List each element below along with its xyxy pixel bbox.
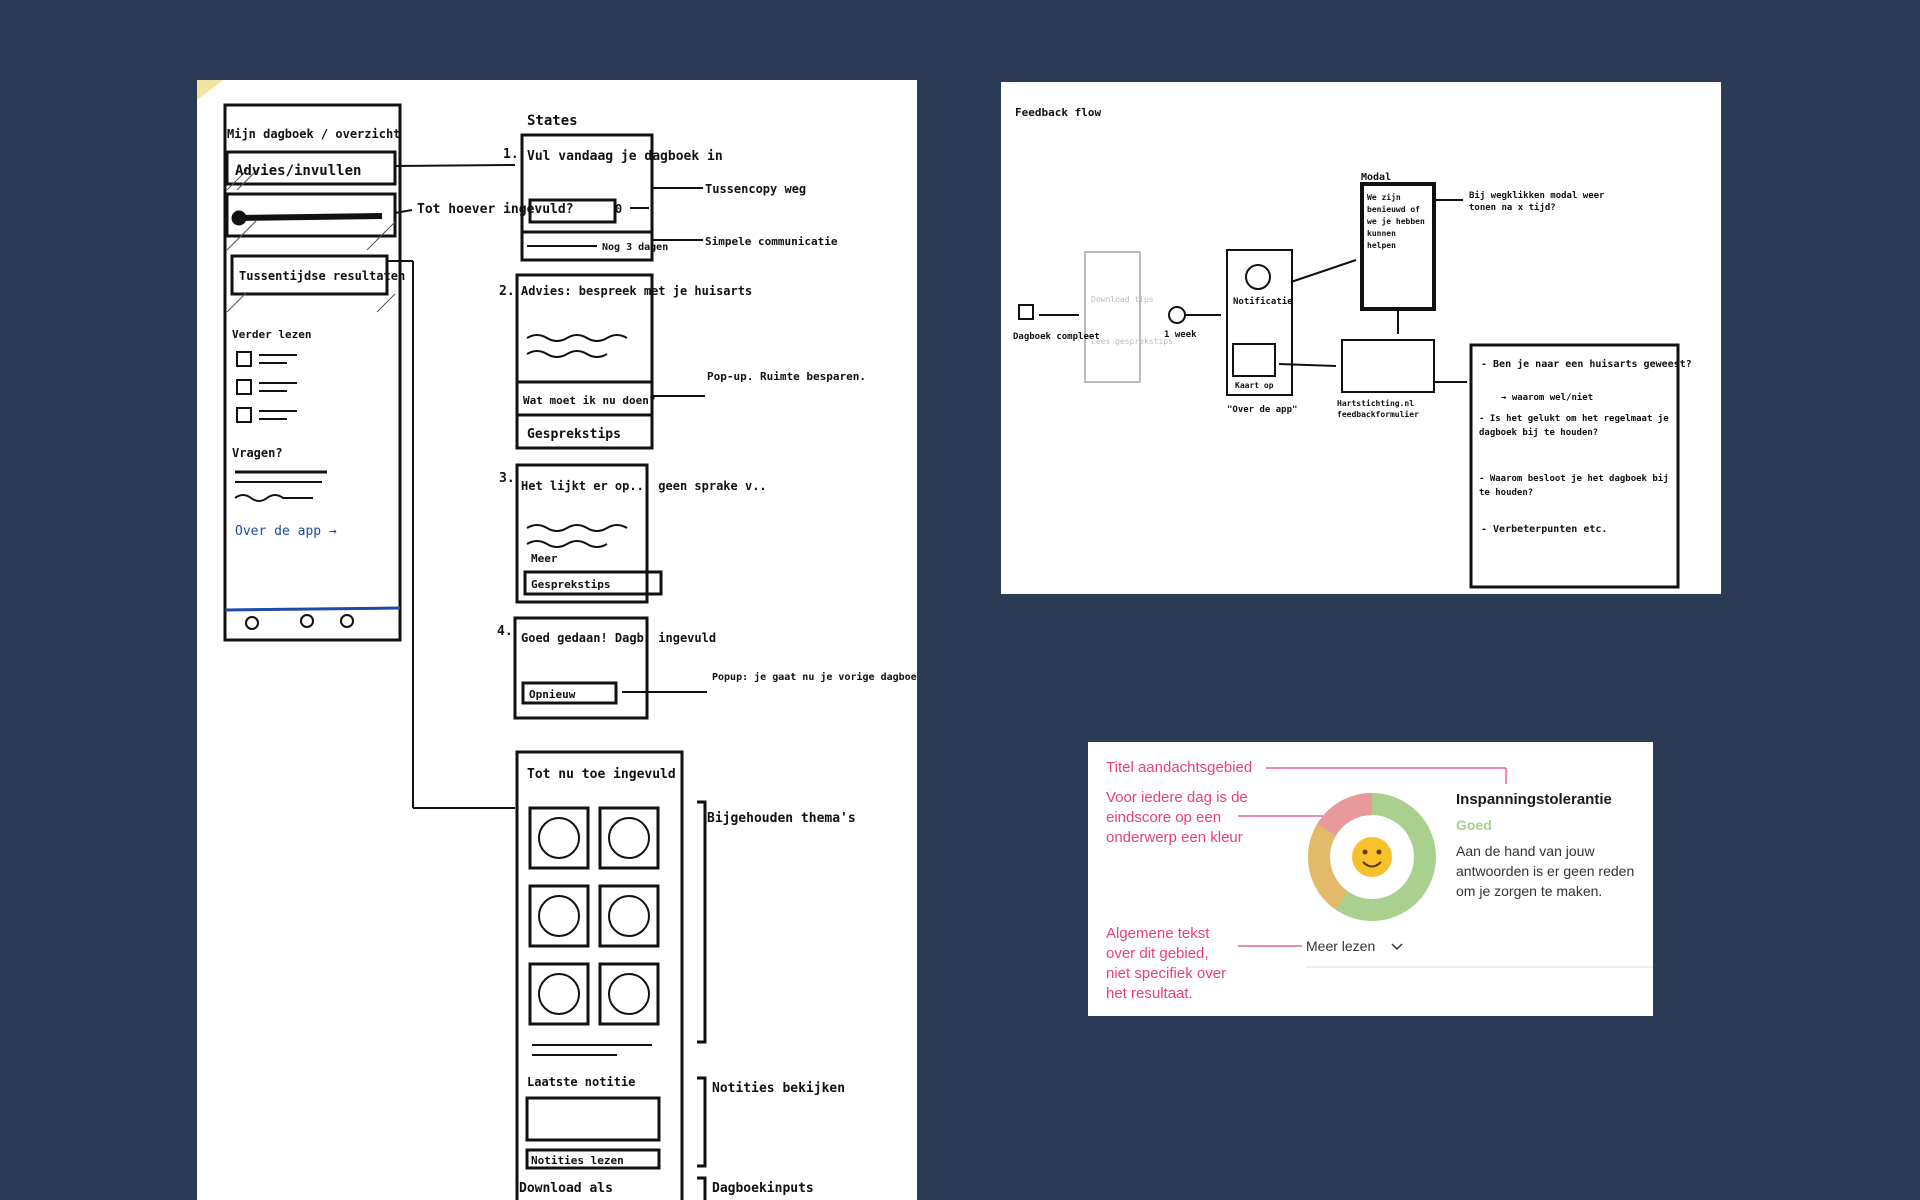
vragen-label: Vragen? <box>232 446 283 460</box>
tussentijdse-label: Tussentijdse resultaten <box>239 269 405 283</box>
over-label: "Over de app" <box>1227 405 1297 415</box>
results-screen <box>515 750 707 1200</box>
label-tekst: Algemene tekst over dit gebied, niet spe… <box>1106 925 1226 1002</box>
state-4-title: Goed gedaan! Dagb. ingevuld <box>521 631 716 645</box>
results-title: Tot nu toe ingevuld <box>527 767 676 782</box>
ghost-label-a: Download tips <box>1091 295 1154 304</box>
state-4-card <box>513 616 649 720</box>
svg-text:eindscore op een: eindscore op een <box>1106 809 1221 826</box>
state-4-note: Popup: je gaat nu je vorige dagboek vera… <box>712 671 917 683</box>
svg-text:onderwerp een kleur: onderwerp een kleur <box>1106 829 1243 846</box>
notities-button: Notities lezen <box>531 1154 624 1167</box>
state-2-card <box>515 273 654 450</box>
score-donut <box>1308 793 1436 921</box>
modal-title: Modal <box>1361 172 1391 183</box>
progress-note: Tot hoever ingevuld? <box>417 202 574 217</box>
modal-text: We zijn benieuwd of we je hebben kunnen … <box>1367 193 1425 250</box>
notif-label: Notificatie <box>1233 296 1293 307</box>
state-1-note-a: Tussencopy weg <box>705 182 806 196</box>
state-3-more: Meer <box>531 552 558 565</box>
state-1-card <box>520 133 654 262</box>
start-label: Dagboek compleet <box>1013 332 1100 342</box>
connector-lines <box>387 164 707 809</box>
advies-label: Advies/invullen <box>235 163 361 179</box>
results-note: Bijgehouden thema's <box>707 811 856 826</box>
state-1-title: Vul vandaag je dagboek in <box>527 149 723 164</box>
meer-lezen-link[interactable]: Meer lezen <box>1306 938 1375 954</box>
download-title: Download als <box>519 1181 613 1196</box>
state-1-note-b: Simpele communicatie <box>705 235 838 248</box>
svg-text:Aan de hand van jouw: Aan de hand van jouw <box>1456 843 1595 859</box>
chevron-down-icon[interactable] <box>1391 943 1403 951</box>
state-2-title: Advies: bespreek met je huisarts <box>521 284 752 298</box>
state-3-title: Het lijkt er op... geen sprake v.. <box>521 479 767 493</box>
states-title: States <box>527 113 578 129</box>
hatching <box>226 169 396 313</box>
feedback-flow-sketch: Feedback flow Dagboek compleet Download … <box>1001 82 1721 594</box>
screen-title: Mijn dagboek / overzicht <box>227 127 400 141</box>
annotated-result-card: Titel aandachtsgebied Voor iedere dag is… <box>1088 742 1653 1016</box>
svg-text:over dit gebied,: over dit gebied, <box>1106 945 1209 962</box>
state-2-question: Wat moet ik nu doen? <box>523 394 655 407</box>
state-1-counter: 0 <box>615 202 622 216</box>
timer-label: 1 week <box>1164 330 1197 340</box>
over-de-app-link: Over de app → <box>235 524 337 539</box>
state-2-tips: Gesprekstips <box>527 427 621 442</box>
svg-text:- Verbeterpunten etc.: - Verbeterpunten etc. <box>1481 524 1607 535</box>
svg-text:Algemene tekst: Algemene tekst <box>1106 925 1210 942</box>
flow-title: Feedback flow <box>1015 106 1101 119</box>
diary-overview-phone <box>223 103 402 642</box>
svg-text:om je zorgen te maken.: om je zorgen te maken. <box>1456 883 1602 899</box>
state-number-1: 1. <box>503 147 519 162</box>
state-3-tips: Gesprekstips <box>531 578 610 591</box>
state-number-2: 2. <box>499 284 515 299</box>
notities-note: Notities bekijken <box>712 1081 845 1096</box>
feedback-questions: - Ben je naar een huisarts geweest? → wa… <box>1479 358 1692 535</box>
verder-lezen-label: Verder lezen <box>232 328 311 341</box>
svg-text:niet specifiek over: niet specifiek over <box>1106 965 1226 982</box>
label-titel: Titel aandachtsgebied <box>1106 759 1252 776</box>
state-3-card <box>515 463 663 604</box>
label-kleur: Voor iedere dag is de eindscore op een o… <box>1106 789 1248 846</box>
svg-text:- Ben je naar een huisarts gew: - Ben je naar een huisarts geweest? <box>1481 358 1692 370</box>
state-1-footer: Nog 3 dagen <box>602 242 668 253</box>
svg-text:Voor iedere dag is de: Voor iedere dag is de <box>1106 789 1248 806</box>
card-title: Inspanningstolerantie <box>1456 791 1612 808</box>
reading-list-icons <box>234 351 327 502</box>
modal-note: Bij wegklikken modal weer tonen na x tij… <box>1469 191 1605 213</box>
status-label: Goed <box>1456 817 1492 833</box>
ghost-label-b: Lees gesprekstips <box>1091 337 1173 346</box>
svg-text:het resultaat.: het resultaat. <box>1106 985 1193 1002</box>
state-number-4: 4. <box>497 624 513 639</box>
card-body: Aan de hand van jouw antwoorden is er ge… <box>1456 843 1634 899</box>
svg-text:→ waarom wel/niet: → waarom wel/niet <box>1501 392 1593 403</box>
state-number-3: 3. <box>499 471 515 486</box>
notities-title: Laatste notitie <box>527 1075 635 1089</box>
svg-text:antwoorden is er geen reden: antwoorden is er geen reden <box>1456 863 1634 879</box>
state-2-note: Pop-up. Ruimte besparen. <box>707 370 866 383</box>
state-4-button: Opnieuw <box>529 688 576 701</box>
form-label: Hartstichting.nl feedbackformulier <box>1337 399 1419 419</box>
download-note: Dagboekinputs <box>712 1181 814 1196</box>
flow-shapes <box>1018 182 1680 589</box>
wireframe-sketch-diary: Mijn dagboek / overzicht Advies/invullen… <box>197 80 917 1200</box>
kaart-label: Kaart op <box>1235 381 1274 390</box>
